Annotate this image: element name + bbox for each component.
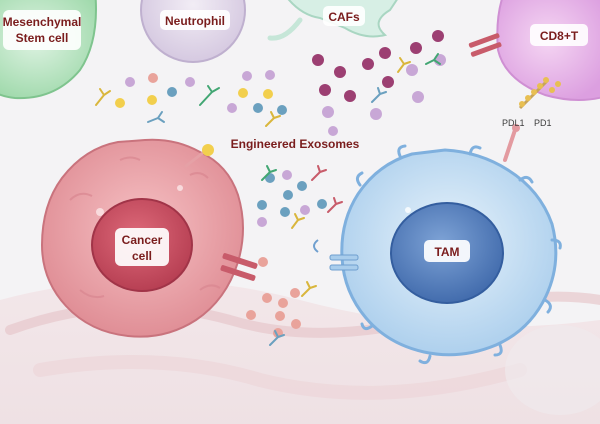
cafs-label: CAFs <box>328 10 360 24</box>
neutrophil-cell: Neutrophil <box>140 0 246 63</box>
neutrophil-label: Neutrophil <box>165 14 225 28</box>
cd8-t-cell: CD8+T <box>468 0 600 101</box>
msc-label-line2: Stem cell <box>16 31 69 45</box>
tcr-receptor-icon <box>468 33 502 57</box>
cancer-receptor-icon <box>220 253 258 281</box>
pd1-label: PD1 <box>534 118 552 128</box>
engineered-exosomes-label: Engineered Exosomes <box>231 137 360 151</box>
cd8t-label: CD8+T <box>540 29 579 43</box>
cancer-cell: Cancer cell <box>40 138 258 338</box>
cancer-ligand-icon <box>184 144 214 168</box>
mesenchymal-stem-cell: Mesenchymal Stem cell <box>0 0 97 100</box>
background-cell-ghost <box>505 325 600 415</box>
fiber-strand <box>33 355 527 400</box>
msc-label-line1: Mesenchymal <box>3 15 82 29</box>
exosome-particles <box>115 30 446 338</box>
cancer-label-line2: cell <box>132 249 152 263</box>
tam-receptor-icon <box>313 239 359 271</box>
ligand-glyphs <box>95 53 441 346</box>
caf-cell: CAFs <box>267 0 398 41</box>
pdl1-label: PDL1 <box>502 118 525 128</box>
tam-cell: TAM <box>313 144 562 365</box>
cancer-label-line1: Cancer <box>122 233 163 247</box>
pd1-pdl1-interaction: PDL1 PD1 <box>502 77 561 162</box>
tam-label: TAM <box>434 245 459 259</box>
